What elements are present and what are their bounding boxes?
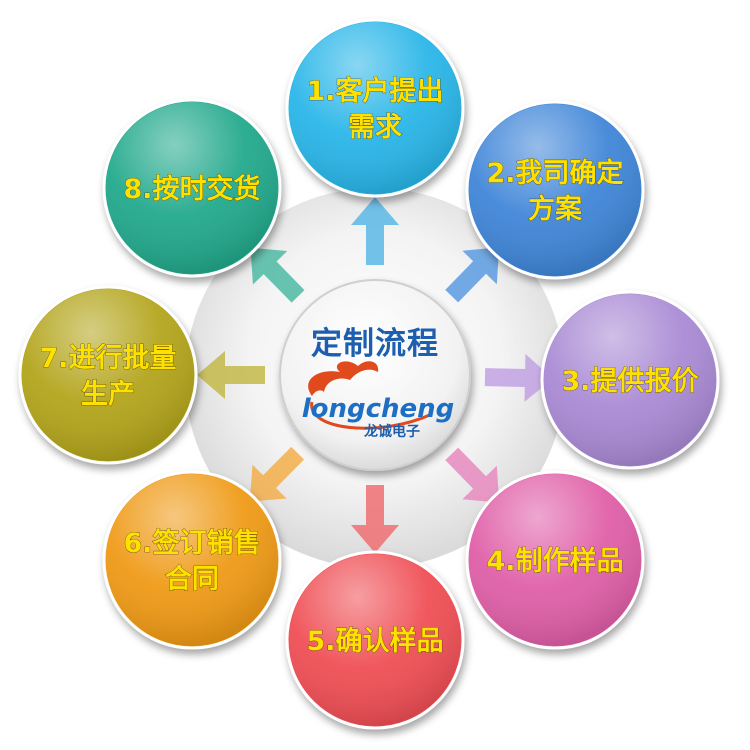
arrow-icon [250, 247, 305, 303]
arrow-icon [445, 447, 500, 503]
step-circle-shine [469, 104, 641, 276]
arrow-shape [249, 446, 305, 502]
step-label: 5.确认样品 [306, 625, 443, 657]
arrow-icon [445, 247, 500, 303]
arrow-shape [351, 485, 399, 553]
center-hub: 定制流程 longcheng 龙诚电子 [279, 279, 471, 471]
step-label: 方案 [528, 193, 583, 225]
arrow-shape [445, 247, 500, 303]
arrow-icon [351, 485, 399, 553]
center-title: 定制流程 [311, 326, 439, 362]
step-bubble: 5.确认样品 [285, 550, 465, 730]
step-label: 4.制作样品 [486, 545, 623, 577]
step-circle-shine [289, 554, 461, 726]
step-circle-shine [469, 474, 641, 646]
arrow-shape [250, 247, 305, 303]
step-label: 1.客户提出 [306, 75, 443, 107]
step-label: 7.进行批量 [39, 342, 176, 374]
arrow-icon [484, 353, 553, 402]
step-circle-shine [106, 102, 278, 274]
step-circle-shine [106, 474, 278, 646]
arrow-icon [351, 197, 399, 265]
center-disc [279, 279, 471, 471]
step-circle-shine [22, 289, 194, 461]
step-label: 3.提供报价 [561, 366, 699, 397]
logo-subtitle: 龙诚电子 [363, 423, 420, 440]
company-logo: longcheng 龙诚电子 [302, 361, 455, 440]
logo-wordmark: longcheng [302, 394, 455, 424]
arrow-icon [197, 351, 265, 399]
step-bubbles: 1.客户提出需求2.我司确定方案3.提供报价4.制作样品5.确认样品6.签订销售… [18, 18, 720, 730]
step-bubble: 3.提供报价 [540, 290, 720, 470]
step-bubble: 8.按时交货 [102, 98, 282, 278]
step-label: 需求 [348, 112, 402, 143]
step-label: 8.按时交货 [123, 173, 260, 205]
step-bubble: 4.制作样品 [465, 470, 645, 650]
arrow-shape [197, 351, 265, 399]
dragon-swoosh-icon [308, 361, 379, 396]
logo-arc-icon [310, 401, 433, 430]
step-label: 2.我司确定 [486, 157, 623, 189]
step-label: 6.签订销售 [123, 527, 260, 559]
arrow-shape [445, 447, 500, 503]
step-circle-shine [289, 22, 461, 194]
arrow-icon [249, 446, 305, 502]
arrow-group [197, 197, 553, 553]
step-label: 生产 [81, 379, 135, 410]
arrow-shape [484, 353, 553, 402]
step-label: 合同 [165, 563, 219, 595]
arrow-shape [351, 197, 399, 265]
step-circle-shine [544, 294, 716, 466]
